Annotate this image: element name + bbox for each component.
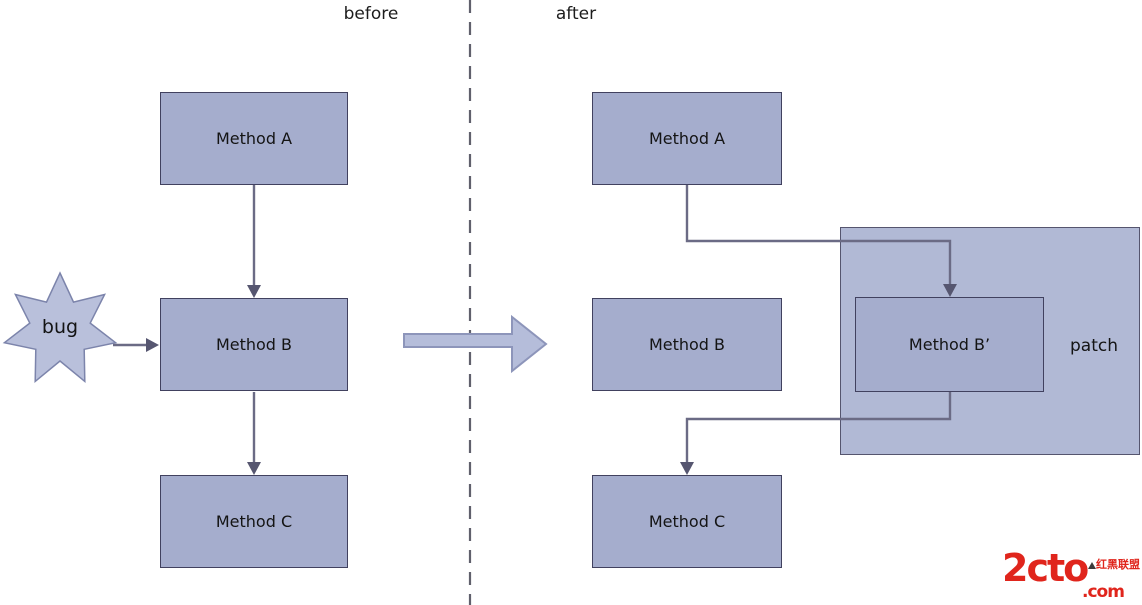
node-method-c-after: Method C [592, 475, 782, 568]
node-method-c-before: Method C [160, 475, 348, 568]
site-logo: 2cto 红黑联盟 .com [1000, 546, 1142, 603]
node-method-b-before: Method B [160, 298, 348, 391]
arrowhead-after-bprime-to-c [680, 462, 694, 475]
arrowhead-bug-to-b [146, 338, 159, 352]
node-method-a-before: Method A [160, 92, 348, 185]
arrowhead-before-a-to-b [247, 285, 261, 298]
node-method-a-before-label: Method A [215, 129, 293, 148]
node-method-b-prime-label: Method B’ [908, 335, 991, 354]
logo-suffix-text: .com [1082, 582, 1125, 602]
node-method-b-after: Method B [592, 298, 782, 391]
bug-star-label: bug [41, 316, 79, 338]
transition-block-arrow-icon [403, 314, 548, 374]
node-method-b-before-label: Method B [215, 335, 293, 354]
node-method-b-after-label: Method B [648, 335, 726, 354]
arrowhead-before-b-to-c [247, 462, 261, 475]
patch-label: patch [1070, 336, 1118, 356]
after-label: after [555, 4, 597, 24]
logo-tagline-text: 红黑联盟 [1096, 558, 1140, 571]
before-label: before [343, 4, 399, 24]
node-method-a-after-label: Method A [648, 129, 726, 148]
node-method-a-after: Method A [592, 92, 782, 185]
node-method-b-prime: Method B’ [855, 297, 1044, 392]
node-method-c-before-label: Method C [215, 512, 293, 531]
logo-brand-text: 2cto [1002, 546, 1089, 590]
node-method-c-after-label: Method C [648, 512, 726, 531]
logo-triangle-icon [1088, 562, 1096, 569]
